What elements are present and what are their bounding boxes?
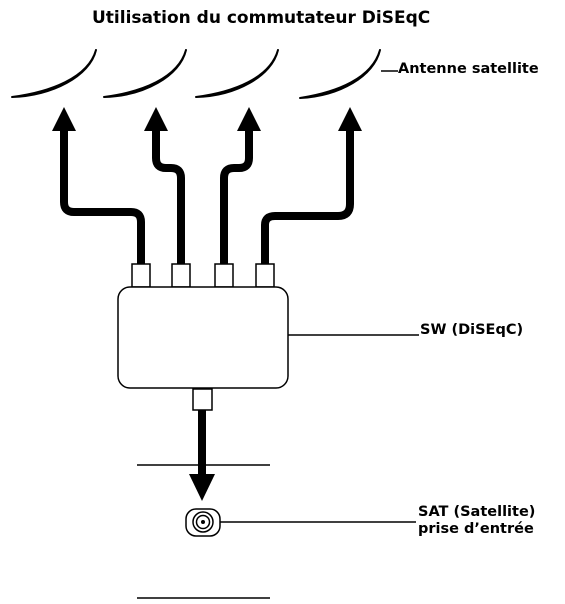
cable-3 [220,128,253,264]
arrowhead-4 [338,107,362,131]
diagram-title: Utilisation du commutateur DiSEqC [92,8,431,28]
sat-label-line1: SAT (Satellite) [418,504,536,520]
sat-input-label: SAT (Satellite) prise d’entrée [418,504,535,537]
arrowhead-2 [144,107,168,131]
switch-port-2 [171,263,191,288]
antenna-dish-1 [11,49,97,98]
switch-input-ports [131,263,275,288]
antenna-dish-3 [195,49,279,98]
cable-2 [152,128,185,264]
antenna-label: Antenne satellite [398,61,539,77]
sat-input-jack-icon [185,508,221,537]
antenna-cables [60,128,354,264]
switch-label: SW (DiSEqC) [420,322,524,338]
output-arrowhead [189,474,215,501]
switch-output-port [192,388,213,411]
cable-4 [261,128,354,264]
antenna-arrowheads [52,107,362,131]
antenna-dishes [11,49,381,99]
diseqc-switch-box [117,286,289,389]
switch-port-4 [255,263,275,288]
antenna-dish-4 [299,49,381,99]
arrowhead-1 [52,107,76,131]
antenna-dish-2 [103,49,187,98]
sat-label-line2: prise d’entrée [418,520,534,537]
switch-port-3 [214,263,234,288]
cable-1 [60,128,145,264]
arrowhead-3 [237,107,261,131]
switch-port-1 [131,263,151,288]
